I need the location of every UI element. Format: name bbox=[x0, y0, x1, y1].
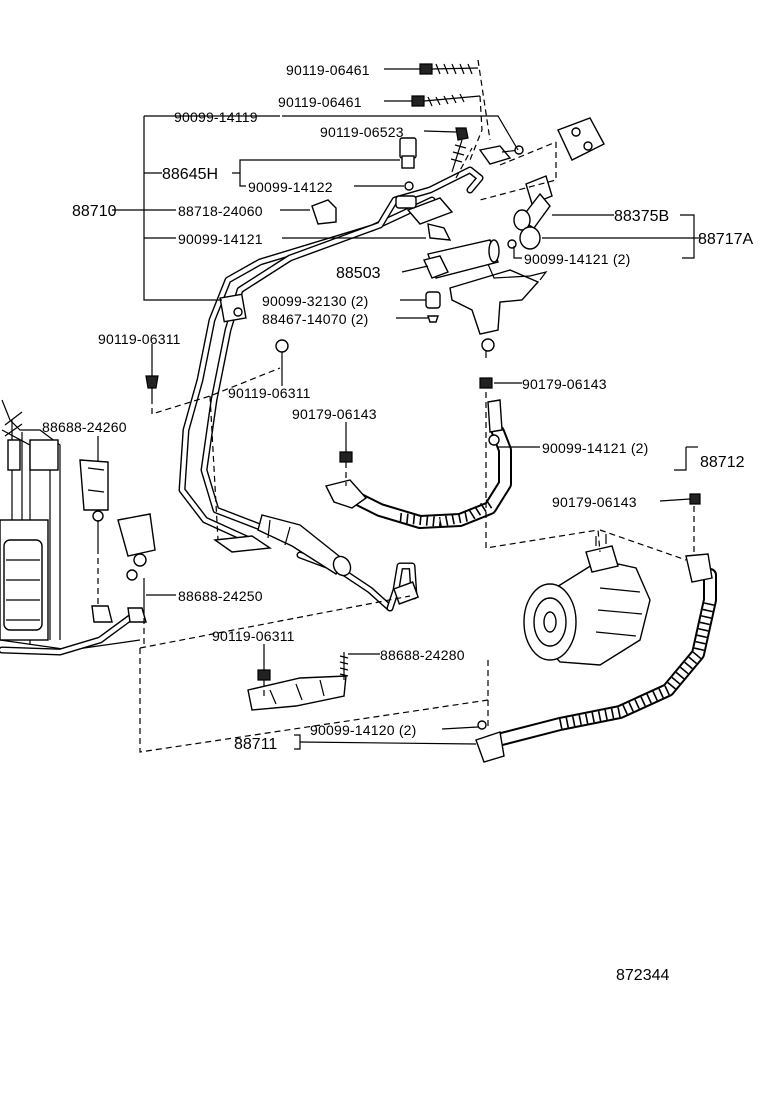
clamp-88718 bbox=[311, 199, 337, 225]
label-90099-14121-a: 90099-14121 bbox=[178, 231, 263, 247]
label-90119-06461-a: 90119-06461 bbox=[286, 62, 370, 78]
diagram-number: 872344 bbox=[616, 967, 669, 984]
label-88645H: 88645H bbox=[162, 166, 218, 183]
label-90099-14121-b: 90099-14121 (2) bbox=[524, 251, 631, 267]
label-88717A: 88717A bbox=[698, 231, 753, 248]
receiver-bracket bbox=[79, 459, 156, 623]
label-90099-14120: 90099-14120 (2) bbox=[310, 722, 417, 738]
hose-88711 bbox=[475, 553, 717, 763]
leader-lines bbox=[97, 68, 700, 750]
label-88712: 88712 bbox=[700, 454, 745, 471]
label-88711: 88711 bbox=[234, 736, 277, 753]
label-90179-06143-b: 90179-06143 bbox=[292, 406, 377, 422]
dashed-guides bbox=[97, 59, 695, 753]
condenser-illustration bbox=[0, 399, 141, 656]
mount-bracket bbox=[425, 263, 548, 358]
pressure-switch bbox=[395, 137, 417, 209]
label-88688-24250: 88688-24250 bbox=[178, 588, 263, 604]
label-90179-06143-c: 90179-06143 bbox=[552, 494, 637, 510]
part-labels: 90119-06461 90119-06461 90099-14119 9011… bbox=[42, 62, 753, 984]
label-90099-14122: 90099-14122 bbox=[248, 179, 333, 195]
label-88467-14070: 88467-14070 (2) bbox=[262, 311, 369, 327]
label-90119-06311-c: 90119-06311 bbox=[212, 628, 295, 644]
label-90179-06143-a: 90179-06143 bbox=[522, 376, 607, 392]
label-90119-06311-b: 90119-06311 bbox=[228, 385, 311, 401]
label-90119-06311-a: 90119-06311 bbox=[98, 331, 181, 347]
label-90099-14119: 90099-14119 bbox=[174, 109, 258, 125]
label-90119-06523: 90119-06523 bbox=[320, 124, 404, 140]
label-88688-24280: 88688-24280 bbox=[380, 647, 465, 663]
label-88503: 88503 bbox=[336, 265, 381, 282]
label-88710: 88710 bbox=[72, 203, 117, 220]
small-fasteners bbox=[145, 339, 701, 730]
label-90119-06461-b: 90119-06461 bbox=[278, 94, 362, 110]
label-88688-24260: 88688-24260 bbox=[42, 419, 127, 435]
label-90099-14121-c: 90099-14121 (2) bbox=[542, 440, 649, 456]
pipe-88710 bbox=[178, 166, 484, 612]
label-88375B: 88375B bbox=[614, 208, 669, 225]
hose-88712 bbox=[324, 399, 512, 529]
expansion-valve-block bbox=[478, 117, 605, 250]
label-88718-24060: 88718-24060 bbox=[178, 203, 263, 219]
top-bolts bbox=[411, 63, 481, 173]
liquid-pipe-88503 bbox=[423, 239, 500, 279]
lower-bracket bbox=[247, 652, 349, 711]
label-90099-32130: 90099-32130 (2) bbox=[262, 293, 369, 309]
compressor-illustration bbox=[523, 534, 651, 666]
